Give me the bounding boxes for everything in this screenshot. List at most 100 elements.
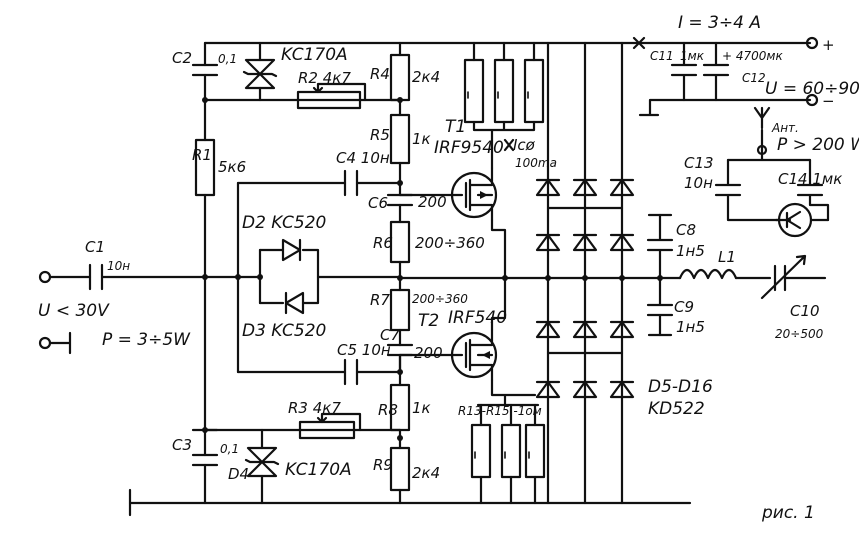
label-d2: D2 KC520 <box>242 213 326 233</box>
label-c11-val: 1мк <box>680 49 705 63</box>
wire-r13-15-stubs <box>479 403 537 427</box>
supply-cross <box>632 36 646 50</box>
label-d3: D3 KC520 <box>242 321 326 341</box>
resistor-r13 <box>470 423 492 479</box>
diode-d3 <box>284 291 305 315</box>
label-minus: − <box>822 92 835 110</box>
capacitor-c7 <box>386 343 414 357</box>
label-antenna: Aнт. <box>771 121 799 135</box>
resistor-r9 <box>389 446 411 492</box>
capacitor-c3 <box>191 453 219 467</box>
diode-bank-d5-d16 <box>535 41 635 505</box>
label-r1-val: 5к6 <box>218 158 246 176</box>
resistor-r11 <box>493 58 515 124</box>
label-output-power: P > 200 W <box>777 135 859 155</box>
label-c9: C9 <box>674 298 694 316</box>
r13-15-marks <box>474 451 530 459</box>
label-t1-type: IRF9540 <box>434 138 504 158</box>
label-ico: Icø <box>513 136 536 154</box>
r2-wiper <box>312 82 367 102</box>
label-t2-type: IRF540 <box>448 308 507 328</box>
label-c13-val: 10н <box>684 174 713 192</box>
resistor-r6 <box>389 220 411 264</box>
label-supply-voltage: U = 60÷90V <box>765 79 859 99</box>
label-supply-current: I = 3÷4 A <box>678 13 761 33</box>
label-c12: C12 <box>742 71 766 85</box>
r3-wiper <box>316 412 362 432</box>
capacitor-c6 <box>386 193 414 207</box>
ground-terminal <box>38 336 52 350</box>
capacitor-c11 <box>670 41 698 102</box>
resistor-r14 <box>500 423 522 479</box>
resistor-r4 <box>389 53 411 102</box>
wire-t2-drain <box>490 276 507 332</box>
diode-d2 <box>281 238 302 262</box>
capacitor-c13 <box>714 158 792 222</box>
inductor-l1 <box>678 268 738 280</box>
capacitor-c12 <box>702 41 730 102</box>
wire-output-node <box>398 218 662 280</box>
label-c12-val: + 4700мк <box>722 49 783 63</box>
label-c9-val: 1н5 <box>676 318 705 336</box>
label-c14: C14 1мк <box>778 170 842 188</box>
label-r4: R4 <box>370 65 390 83</box>
label-r3: R3 4к7 <box>288 399 341 417</box>
zener-d4 <box>244 446 280 478</box>
label-c7: C7 <box>380 326 400 344</box>
label-t1: T1 <box>445 117 466 137</box>
supply-ground-wire <box>638 98 812 117</box>
label-r2: R2 4к7 <box>298 69 351 87</box>
label-c11: C11 <box>650 49 674 63</box>
figure-caption: рис. 1 <box>761 503 815 523</box>
t1-pins <box>398 166 494 222</box>
label-r5-val: 1к <box>412 130 431 148</box>
label-c1: C1 <box>85 238 105 256</box>
label-c6-val: 200 <box>418 193 447 211</box>
resistor-r2 <box>296 90 362 110</box>
label-c3-val: 0,1 <box>220 442 239 456</box>
label-c10-val: 20÷500 <box>775 327 824 341</box>
c10-variable-arrow <box>760 254 807 300</box>
wire-r10-12-top <box>472 41 536 62</box>
label-r4-val: 2к4 <box>412 68 440 86</box>
label-r6-val: 200÷360 <box>415 234 485 252</box>
label-c8-val: 1н5 <box>676 242 705 260</box>
supply-plus-terminal <box>805 36 819 50</box>
label-input-voltage: U < 30V <box>38 301 110 321</box>
c8-c9-ends <box>647 213 673 337</box>
resistor-r3 <box>298 420 356 440</box>
resistor-r12 <box>523 58 545 124</box>
zener-vd1 <box>242 58 278 90</box>
meter-diode <box>785 210 802 230</box>
label-r8: R8 <box>378 401 398 419</box>
r10-12-marks <box>467 91 529 99</box>
resistor-r5 <box>389 113 411 165</box>
resistor-r7 <box>389 288 411 332</box>
label-vd1: KC170A <box>281 45 348 65</box>
label-t2: T2 <box>418 311 439 331</box>
label-d5-type: KD522 <box>648 399 705 419</box>
label-c4: C4 10н <box>336 149 390 167</box>
capacitor-c4 <box>343 169 359 197</box>
wire-r10-12-bottom <box>472 120 536 170</box>
label-d4-type: KC170A <box>285 460 352 480</box>
capacitor-c14 <box>796 158 830 222</box>
label-ico-val: 100mа <box>515 156 557 170</box>
label-r7: R7 <box>370 291 390 309</box>
label-c7-val: 200 <box>414 344 443 362</box>
label-plus: + <box>822 36 835 54</box>
label-c2: C2 <box>172 49 192 67</box>
label-c8: C8 <box>676 221 696 239</box>
resistor-r15 <box>524 423 546 479</box>
resistor-r10 <box>463 58 485 124</box>
antenna-icon <box>753 106 771 130</box>
label-r9-val: 2к4 <box>412 464 440 482</box>
label-r9: R9 <box>373 456 393 474</box>
capacitor-c1 <box>88 263 104 291</box>
label-c13: C13 <box>684 154 714 172</box>
label-r13-15: R13-R15 -1ом <box>458 404 542 418</box>
label-r6: R6 <box>373 234 393 252</box>
label-d5-d16: D5-D16 <box>648 377 713 397</box>
label-c2-val: 0,1 <box>218 52 237 66</box>
